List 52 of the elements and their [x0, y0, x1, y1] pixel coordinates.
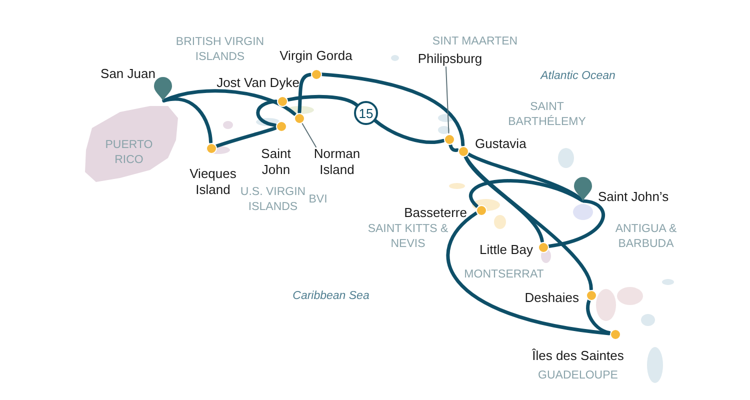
route-line — [214, 126, 278, 148]
port-name: Îles des Saintes — [532, 348, 624, 364]
port-name: Virgin Gorda — [280, 48, 352, 64]
port-dot — [538, 242, 548, 252]
sea-name: Atlantic Ocean — [540, 69, 616, 83]
port-dot — [444, 134, 454, 144]
route-line — [586, 298, 611, 335]
port-name: Vieques Island — [188, 166, 238, 198]
region-name: BVI — [308, 192, 328, 208]
route-line — [464, 154, 593, 291]
port-dot — [586, 290, 596, 300]
port-name: Deshaies — [524, 290, 579, 306]
leader-line — [446, 66, 450, 134]
region-name: GUADELOUPE — [538, 368, 618, 384]
leader-line — [302, 122, 316, 148]
region-name: ANTIGUA & BARBUDA — [614, 222, 678, 252]
region-name: MONTSERRAT — [464, 268, 544, 282]
route-line — [448, 143, 459, 152]
sea-name: Caribbean Sea — [292, 289, 370, 303]
region-name: SAINT KITTS & NEVIS — [366, 222, 450, 252]
region-name: SINT MAARTEN — [432, 34, 518, 50]
route-line — [286, 94, 359, 107]
map-pin-icon — [574, 177, 592, 201]
route-line — [374, 118, 445, 144]
port-name: Saint John — [260, 146, 292, 178]
day-count-circle: 15 — [354, 101, 378, 125]
route-line — [464, 154, 544, 243]
route-line — [162, 97, 213, 144]
region-name: PUERTO RICO — [104, 138, 154, 168]
port-dot — [276, 96, 288, 106]
port-name: Norman Island — [307, 146, 367, 178]
port-name: Philipsburg — [410, 51, 490, 67]
route-line — [469, 179, 584, 208]
port-name: Jost Van Dyke — [216, 75, 300, 91]
port-name: Saint John’s — [598, 189, 669, 205]
map-pin-icon — [154, 77, 172, 101]
route-line — [298, 72, 312, 114]
route-line — [547, 199, 605, 248]
route-line — [320, 72, 465, 147]
port-dot — [458, 146, 468, 156]
region-name: SAINT BARTHÉLEMY — [507, 100, 587, 130]
port-dot — [310, 68, 322, 80]
port-name: San Juan — [100, 66, 156, 82]
port-dot — [206, 142, 216, 154]
port-name: Little Bay — [480, 242, 533, 258]
port-dot — [610, 328, 620, 340]
region-name: U.S. VIRGIN ISLANDS — [239, 185, 307, 215]
route-line — [162, 89, 296, 116]
route-line — [446, 212, 611, 336]
route-line — [256, 100, 278, 127]
port-name: Basseterre — [404, 205, 467, 221]
port-name: Gustavia — [475, 136, 526, 152]
